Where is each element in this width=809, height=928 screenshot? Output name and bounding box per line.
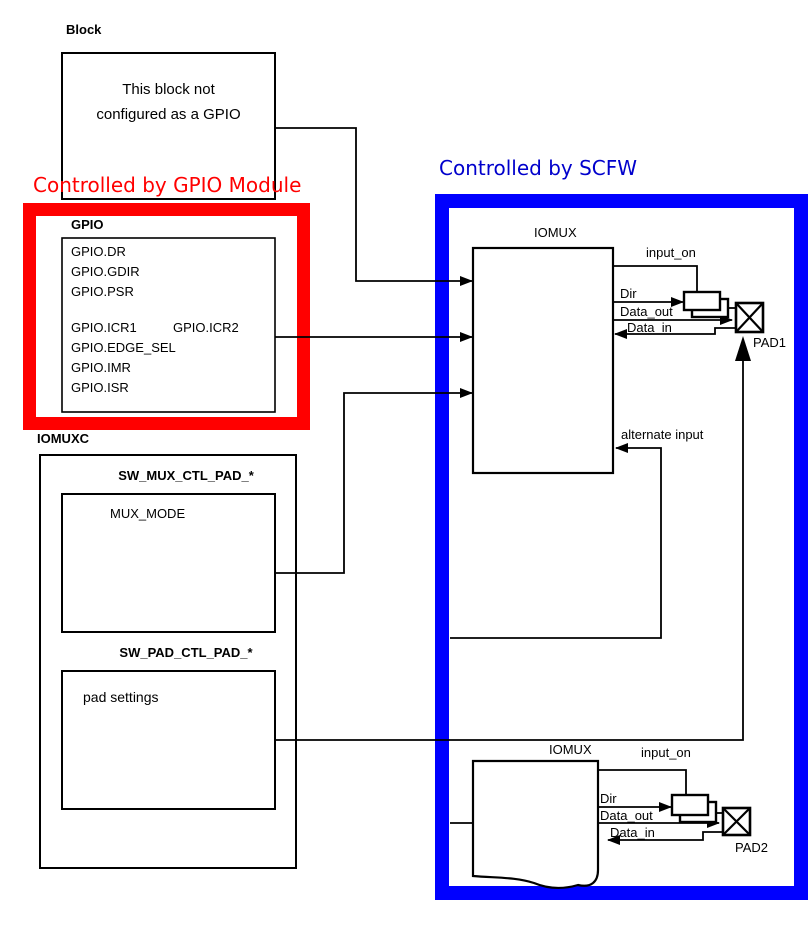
gpio-register-edge-sel: GPIO.EDGE_SEL — [71, 340, 176, 355]
gpio-register-gdir: GPIO.GDIR — [71, 264, 140, 279]
block-text-line2: configured as a GPIO — [96, 106, 241, 123]
mux-mode-box — [61, 493, 276, 633]
wire-muxmode-to-iomux1 — [275, 388, 473, 574]
wires — [275, 127, 744, 845]
wire-alternate-input — [450, 443, 662, 639]
pad-settings-label: pad settings — [83, 689, 159, 705]
wire-input-on-1 — [613, 265, 698, 293]
iomux1-title: IOMUX — [534, 225, 577, 240]
iomux2-box — [471, 759, 600, 889]
buffer1-front-box — [682, 290, 722, 312]
wire-data-in-1 — [614, 327, 736, 339]
gpio-register-imr: GPIO.IMR — [71, 360, 131, 375]
pad2-x-icon — [722, 807, 751, 836]
pad1-x-icon — [735, 302, 764, 333]
dir-label-1: Dir — [620, 286, 637, 301]
block-box — [61, 52, 276, 200]
gpio-box — [61, 237, 276, 413]
data-in-label-2: Data_in — [610, 825, 655, 840]
input-on-label-2: input_on — [641, 745, 691, 760]
input-on-label-1: input_on — [646, 245, 696, 260]
wire-padsettings-to-pad1 — [275, 361, 744, 741]
pad1-symbol — [734, 301, 765, 334]
pad-settings-box — [61, 670, 276, 810]
gpio-register-psr: GPIO.PSR — [71, 284, 134, 299]
gpio-title: GPIO — [71, 217, 104, 232]
pad2-label: PAD2 — [735, 840, 768, 855]
iomux1-box — [471, 246, 615, 475]
data-out-label-1: Data_out — [620, 304, 673, 319]
scfw-border — [435, 194, 808, 900]
sw-mux-ctl-header: SW_MUX_CTL_PAD_* — [118, 468, 254, 483]
block-text-line1: This block not — [122, 81, 215, 98]
pad1-label: PAD1 — [753, 335, 786, 350]
data-in-label-1: Data_in — [627, 320, 672, 335]
iomuxc-title: IOMUXC — [37, 431, 89, 446]
sw-pad-ctl-header: SW_PAD_CTL_PAD_* — [119, 645, 253, 660]
gpio-register-dr: GPIO.DR — [71, 244, 126, 259]
wire-data-in-2 — [607, 831, 723, 845]
gpio-module-caption: Controlled by GPIO Module — [33, 173, 302, 197]
data-out-label-2: Data_out — [600, 808, 653, 823]
buffer2-front-box — [670, 793, 710, 817]
gpio-register-isr: GPIO.ISR — [71, 380, 129, 395]
dir-label-2: Dir — [600, 791, 617, 806]
scfw-caption: Controlled by SCFW — [439, 156, 638, 180]
block-title: Block — [66, 22, 102, 37]
alternate-input-label: alternate input — [621, 427, 704, 442]
output-buffer-1 — [682, 290, 730, 319]
mux-mode-label: MUX_MODE — [110, 506, 186, 521]
arrowhead-up-pad1 — [735, 336, 751, 361]
pad2-symbol — [721, 806, 752, 837]
wire-block-to-iomux1 — [275, 127, 473, 286]
gpio-register-icr1: GPIO.ICR1 — [71, 320, 137, 335]
gpio-module-border — [23, 203, 310, 430]
iomux2-title: IOMUX — [549, 742, 592, 757]
gpio-register-icr2: GPIO.ICR2 — [173, 320, 239, 335]
output-buffer-2 — [670, 793, 718, 824]
wire-input-on-2 — [598, 769, 687, 796]
